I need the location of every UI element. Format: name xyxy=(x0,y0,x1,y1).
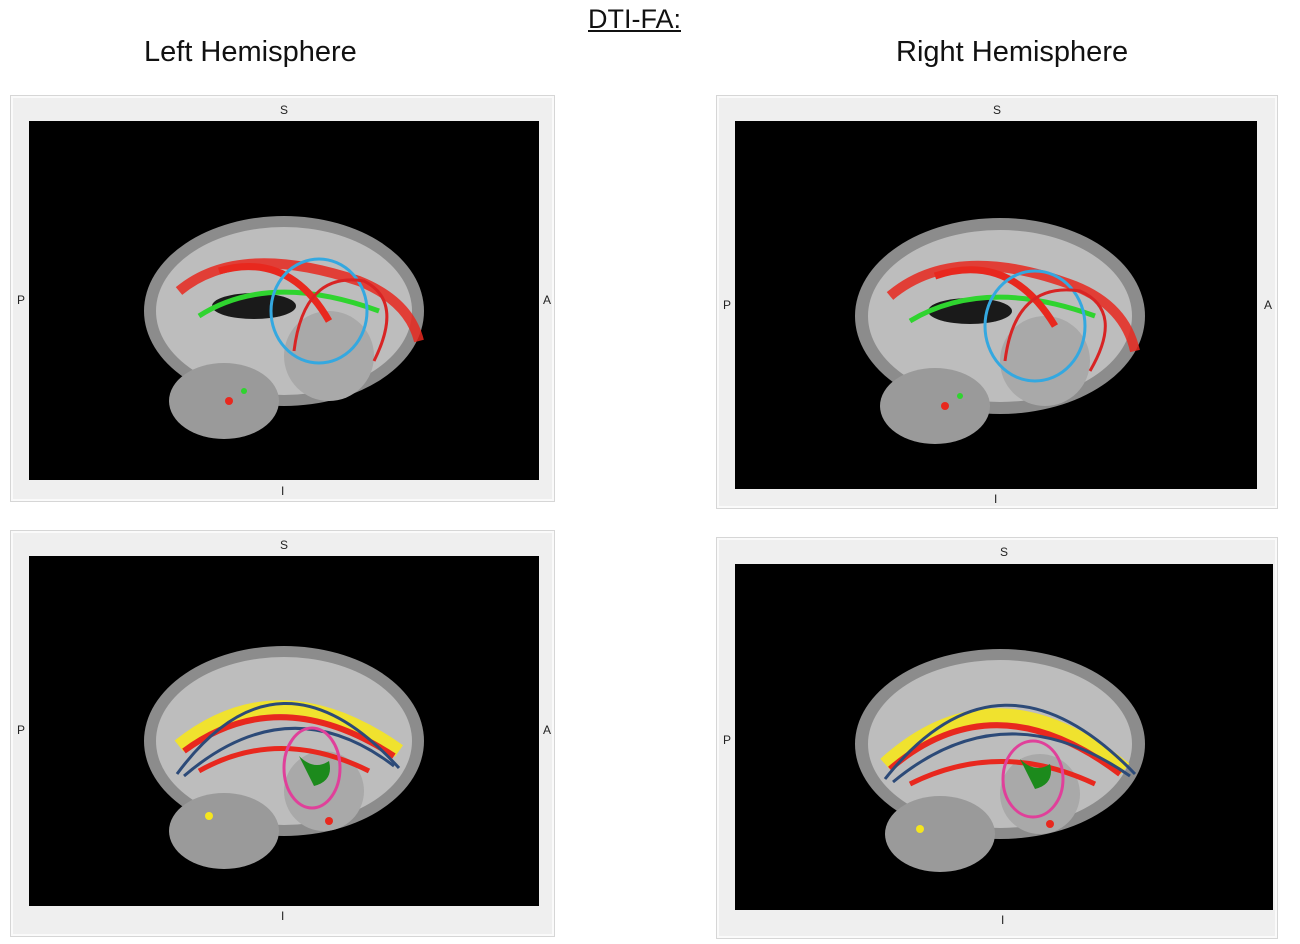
left-hemisphere-heading: Left Hemisphere xyxy=(144,36,357,68)
panel-right-top: S I P A xyxy=(716,95,1278,509)
brain-image-left-top xyxy=(144,216,424,439)
posterior-label: P xyxy=(17,293,26,307)
superior-label: S xyxy=(1000,545,1009,559)
panel-left-top: S I P A xyxy=(10,95,555,502)
anterior-label: A xyxy=(1264,298,1273,312)
anterior-label: A xyxy=(543,723,552,737)
posterior-label: P xyxy=(723,733,732,747)
mri-viewport xyxy=(735,121,1257,489)
panel-right-bottom: S I P A xyxy=(716,537,1278,939)
panel-left-bottom: S I P A xyxy=(10,530,555,937)
mri-viewport xyxy=(735,564,1273,910)
brain-image-left-bottom xyxy=(144,646,424,869)
superior-label: S xyxy=(280,538,289,552)
posterior-label: P xyxy=(17,723,26,737)
figure-title: DTI-FA: xyxy=(588,4,681,34)
anterior-label: A xyxy=(543,293,552,307)
mri-viewport xyxy=(29,556,539,906)
posterior-label: P xyxy=(723,298,732,312)
inferior-label: I xyxy=(1001,913,1005,927)
right-hemisphere-heading: Right Hemisphere xyxy=(896,36,1129,68)
brain-image-right-top xyxy=(855,218,1145,444)
superior-label: S xyxy=(993,103,1002,117)
mri-viewport xyxy=(29,121,539,480)
inferior-label: I xyxy=(994,492,998,506)
brain-image-right-bottom xyxy=(855,649,1145,872)
superior-label: S xyxy=(280,103,289,117)
inferior-label: I xyxy=(281,909,285,923)
inferior-label: I xyxy=(281,484,285,498)
